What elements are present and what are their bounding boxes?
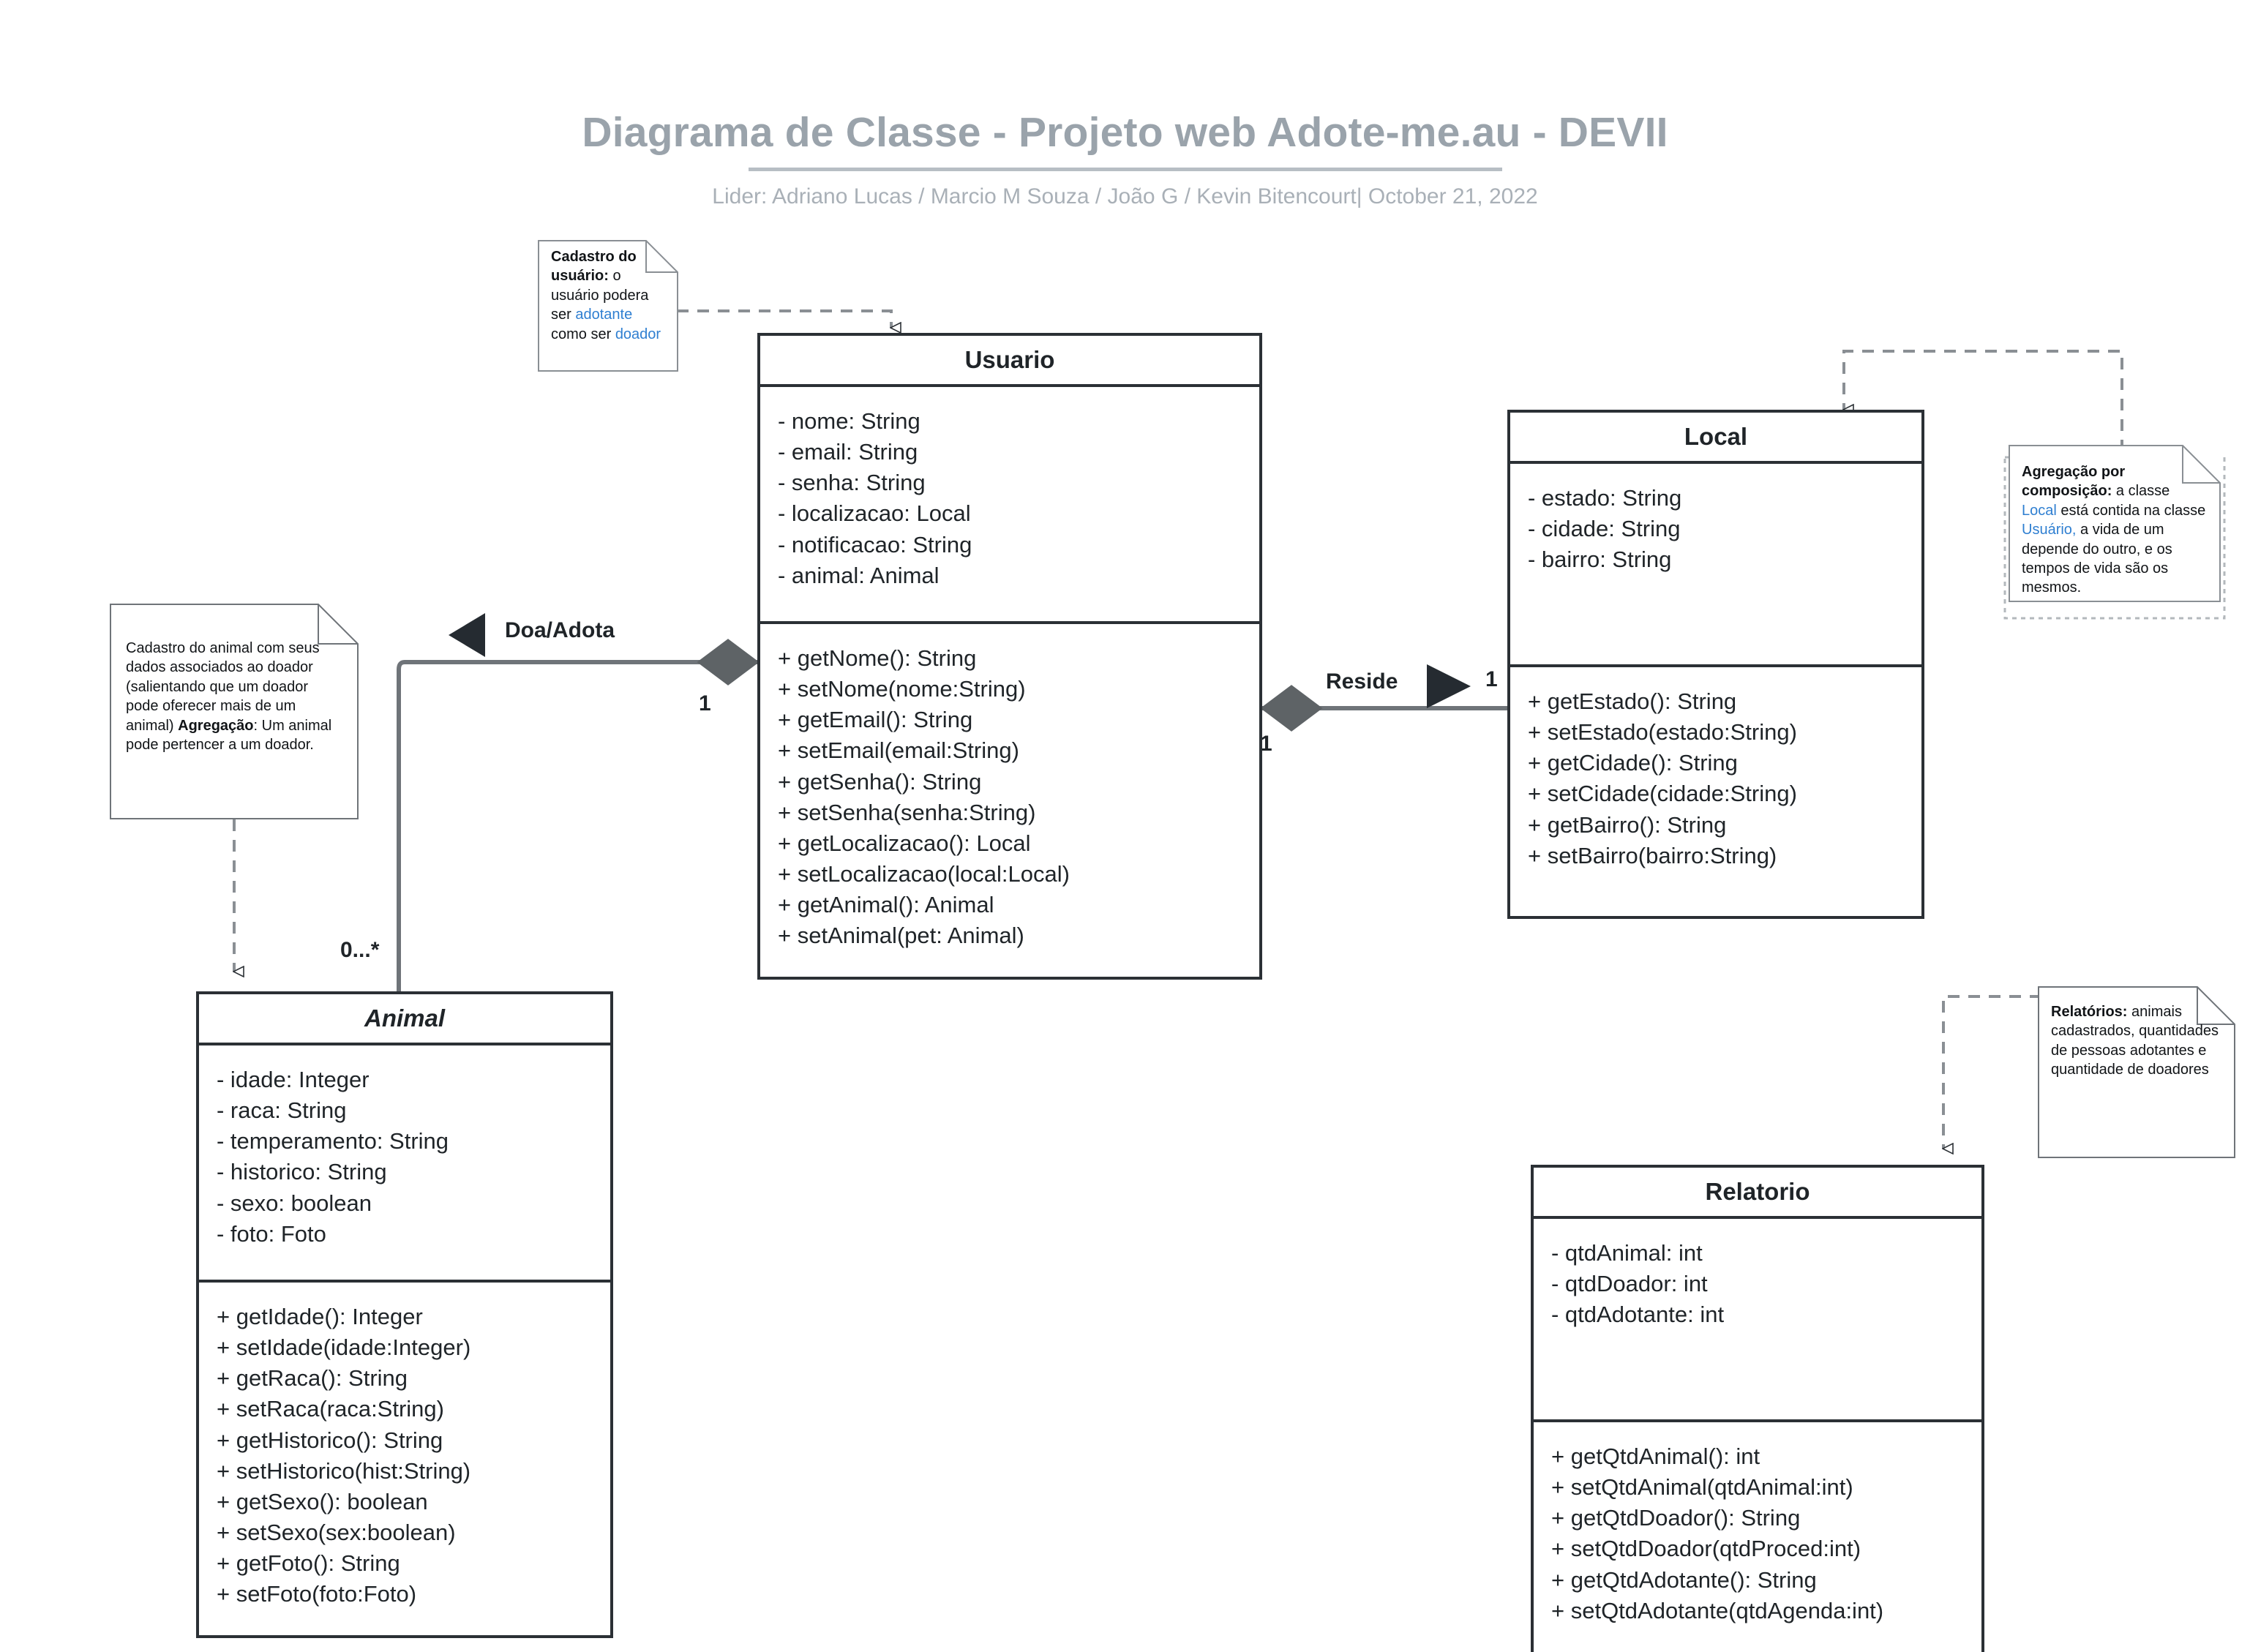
page-subtitle: Lider: Adriano Lucas / Marcio M Souza / … xyxy=(712,184,1538,209)
note-text-agregacao-composicao: Agregação por composição: a classe Local… xyxy=(2022,464,2206,596)
title-underline xyxy=(748,167,1502,171)
multiplicity-reside-usuario: 1 xyxy=(1260,732,1272,756)
class-title-animal: Animal xyxy=(199,994,610,1045)
multiplicity-doa-adota-usuario: 1 xyxy=(699,691,711,716)
note-relatorios[interactable]: Relatórios: animais cadastrados, quantid… xyxy=(2038,986,2235,1158)
note-cadastro-usuario[interactable]: Cadastro do usuário: o usuário podera se… xyxy=(538,240,678,372)
class-attributes-local: - estado: String - cidade: String - bair… xyxy=(1510,464,1921,667)
direction-arrow-reside xyxy=(1427,664,1471,708)
class-operations-relatorio: + getQtdAnimal(): int + setQtdAnimal(qtd… xyxy=(1534,1422,1981,1652)
attribute-row: - foto: Foto xyxy=(217,1220,326,1247)
note-shape-icon xyxy=(2038,986,2235,1158)
class-operations-usuario: + getNome(): String + setNome(nome:Strin… xyxy=(760,624,1259,977)
attribute-row: - estado: String xyxy=(1528,485,1682,511)
note-text-cadastro-animal: Cadastro do animal com seus dados associ… xyxy=(126,640,332,753)
operation-row: + setIdade(idade:Integer) xyxy=(217,1334,471,1361)
uml-class-local[interactable]: Local - estado: String - cidade: String … xyxy=(1507,410,1924,919)
operation-row: + setQtdAnimal(qtdAnimal:int) xyxy=(1551,1474,1853,1501)
note-text-relatorios: Relatórios: animais cadastrados, quantid… xyxy=(2051,1004,2219,1078)
operation-row: + getBairro(): String xyxy=(1528,811,1727,838)
class-operations-local: + getEstado(): String + setEstado(estado… xyxy=(1510,667,1921,916)
operation-row: + getEstado(): String xyxy=(1528,688,1737,714)
operation-row: + getCidade(): String xyxy=(1528,750,1738,776)
operation-row: + setEmail(email:String) xyxy=(778,737,1019,764)
operation-row: + setQtdDoador(qtdProced:int) xyxy=(1551,1536,1861,1562)
aggregation-diamond-doa-adota xyxy=(697,639,760,686)
title-block: Diagrama de Classe - Projeto web Adote-m… xyxy=(0,110,2250,209)
note-link-cadastro-usuario xyxy=(677,309,891,328)
class-attributes-animal: - idade: Integer - raca: String - temper… xyxy=(199,1045,610,1283)
edge-label-reside: Reside xyxy=(1326,669,1398,694)
attribute-row: - bairro: String xyxy=(1528,547,1672,573)
attribute-row: - historico: String xyxy=(217,1159,387,1185)
operation-row: + getQtdDoador(): String xyxy=(1551,1505,1801,1531)
operation-row: + getSexo(): boolean xyxy=(217,1488,428,1514)
operation-row: + getNome(): String xyxy=(778,645,977,671)
note-text-cadastro-usuario: Cadastro do usuário: o usuário podera se… xyxy=(551,249,661,342)
attribute-row: - temperamento: String xyxy=(217,1128,449,1154)
multiplicity-doa-adota-animal: 0...* xyxy=(340,938,380,962)
operation-row: + getQtdAdotante(): String xyxy=(1551,1566,1817,1593)
class-attributes-relatorio: - qtdAnimal: int - qtdDoador: int - qtdA… xyxy=(1534,1219,1981,1422)
uml-class-relatorio[interactable]: Relatorio - qtdAnimal: int - qtdDoador: … xyxy=(1531,1165,1984,1652)
operation-row: + getHistorico(): String xyxy=(217,1427,443,1453)
attribute-row: - notificacao: String xyxy=(778,531,972,557)
direction-arrow-doa-adota xyxy=(449,613,485,657)
operation-row: + setSenha(senha:String) xyxy=(778,799,1036,825)
operation-row: + setNome(nome:String) xyxy=(778,676,1026,702)
operation-row: + setBairro(bairro:String) xyxy=(1528,842,1777,868)
operation-row: + setAnimal(pet: Animal) xyxy=(778,923,1024,949)
operation-row: + setLocalizacao(local:Local) xyxy=(778,861,1070,887)
attribute-row: - senha: String xyxy=(778,470,926,496)
attribute-row: - qtdAnimal: int xyxy=(1551,1240,1703,1266)
note-cadastro-animal[interactable]: Cadastro do animal com seus dados associ… xyxy=(110,604,359,819)
edge-label-doa-adota: Doa/Adota xyxy=(505,618,615,642)
attribute-row: - qtdDoador: int xyxy=(1551,1271,1708,1297)
page-title: Diagrama de Classe - Projeto web Adote-m… xyxy=(582,109,1668,156)
operation-row: + getLocalizacao(): Local xyxy=(778,830,1031,856)
operation-row: + setSexo(sex:boolean) xyxy=(217,1520,456,1546)
operation-row: + getQtdAnimal(): int xyxy=(1551,1443,1760,1469)
note-shape-icon xyxy=(538,240,678,372)
attribute-row: - idade: Integer xyxy=(217,1067,370,1092)
attribute-row: - email: String xyxy=(778,439,918,465)
attribute-row: - localizacao: Local xyxy=(778,500,971,527)
operation-row: + setCidade(cidade:String) xyxy=(1528,781,1797,807)
class-title-usuario: Usuario xyxy=(760,336,1259,387)
operation-row: + getFoto(): String xyxy=(217,1550,400,1577)
attribute-row: - animal: Animal xyxy=(778,562,940,588)
operation-row: + setQtdAdotante(qtdAgenda:int) xyxy=(1551,1597,1884,1623)
class-operations-animal: + getIdade(): Integer + setIdade(idade:I… xyxy=(199,1283,610,1635)
attribute-row: - qtdAdotante: int xyxy=(1551,1302,1725,1328)
attribute-row: - cidade: String xyxy=(1528,516,1681,542)
attribute-row: - raca: String xyxy=(217,1097,347,1124)
operation-row: + setFoto(foto:Foto) xyxy=(217,1581,417,1607)
note-agregacao-composicao[interactable]: Agregação por composição: a classe Local… xyxy=(2009,445,2221,602)
class-attributes-usuario: - nome: String - email: String - senha: … xyxy=(760,387,1259,624)
note-shape-icon xyxy=(110,604,359,819)
operation-row: + setRaca(raca:String) xyxy=(217,1396,444,1422)
aggregation-diamond-reside xyxy=(1260,685,1323,732)
attribute-row: - sexo: boolean xyxy=(217,1190,372,1216)
operation-row: + getRaca(): String xyxy=(217,1365,408,1392)
uml-class-animal[interactable]: Animal - idade: Integer - raca: String -… xyxy=(196,991,613,1638)
operation-row: + setHistorico(hist:String) xyxy=(217,1457,471,1484)
operation-row: + getEmail(): String xyxy=(778,707,973,733)
note-shape-icon xyxy=(2009,445,2221,602)
operation-row: + getSenha(): String xyxy=(778,768,982,795)
class-title-local: Local xyxy=(1510,413,1921,464)
class-title-relatorio: Relatorio xyxy=(1534,1168,1981,1219)
operation-row: + getAnimal(): Animal xyxy=(778,892,994,918)
operation-row: + getIdade(): Integer xyxy=(217,1304,423,1329)
operation-row: + setEstado(estado:String) xyxy=(1528,719,1797,746)
uml-class-usuario[interactable]: Usuario - nome: String - email: String -… xyxy=(757,333,1262,980)
attribute-row: - nome: String xyxy=(778,408,920,434)
note-link-relatorios xyxy=(1942,995,2041,1149)
multiplicity-reside-local: 1 xyxy=(1485,667,1498,691)
